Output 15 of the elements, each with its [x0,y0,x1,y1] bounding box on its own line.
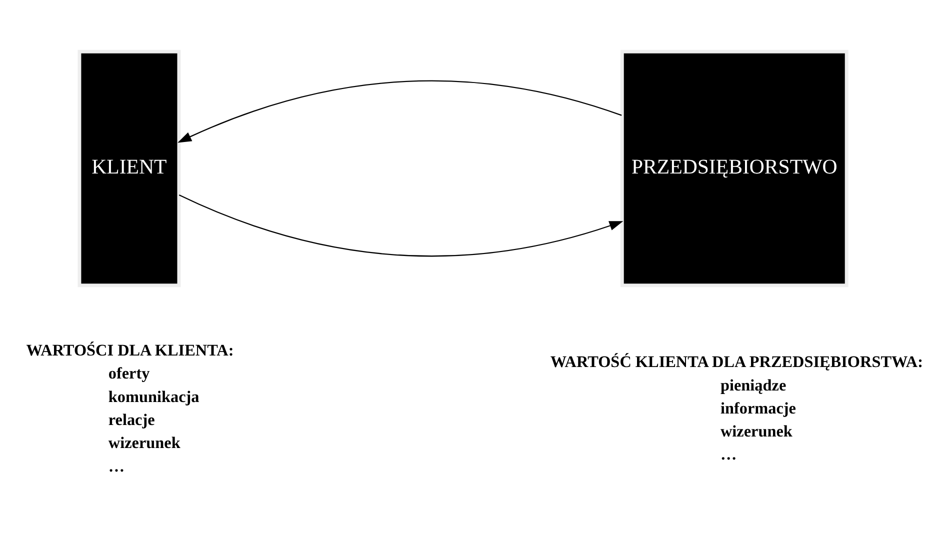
node-box: KLIENT [78,50,181,288]
node-label: relacje [108,411,155,430]
arrow [178,194,624,257]
node-label: … [720,446,737,464]
node-box: PRZEDSIĘBIORSTWO [620,50,848,288]
node-label: wizerunek [108,434,180,452]
node-label: pieniądze [720,376,786,394]
node-label: oferty [108,364,150,383]
node-label: informacje [720,399,796,418]
node-label: WARTOŚCI DLA KLIENTA: [26,342,234,360]
arrow [178,80,622,143]
node-label: wizerunek [720,422,792,441]
node-label: komunikacja [108,388,200,406]
node-label: … [108,457,125,476]
node-label: WARTOŚĆ KLIENTA DLA PRZEDSIĘBIORSTWA: [550,353,923,372]
